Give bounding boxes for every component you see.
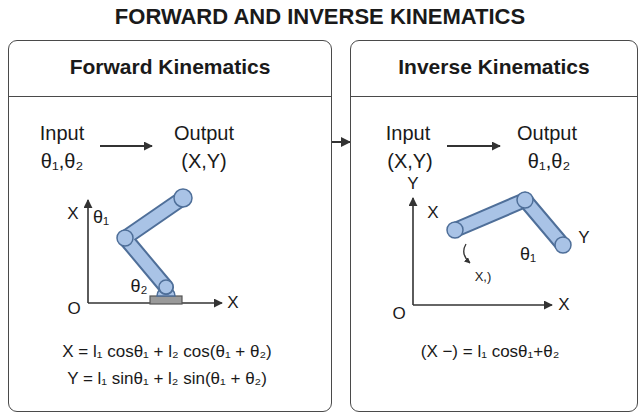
diagram-label: Y [407, 175, 418, 194]
diagram-label: Input [40, 122, 84, 144]
arm-joint [555, 237, 571, 253]
diagram-label: X [67, 205, 78, 224]
diagram-label: (X,Y) [181, 150, 227, 172]
diagram-label: O [67, 300, 80, 319]
arm-joint [517, 192, 533, 208]
arm-base [150, 296, 182, 304]
formula-text: (X −) = l₁ cosθ₁+θ₂ [421, 343, 560, 362]
diagram-label: O [392, 305, 405, 324]
panel-heading: Inverse Kinematics [351, 41, 637, 97]
arm-joint [174, 189, 192, 207]
diagram-label: X [558, 296, 569, 315]
diagram-label: Y [578, 229, 589, 248]
diagram-label: Output [517, 122, 577, 144]
rotation-arrow [464, 244, 470, 263]
diagram-label: Output [174, 122, 234, 144]
arm-link-outline [455, 200, 563, 245]
arm-joint [159, 280, 173, 294]
robot-arm [117, 189, 192, 304]
flow-arrow [100, 145, 152, 147]
panel-heading: Forward Kinematics [9, 41, 331, 97]
diagram-label: X,) [475, 270, 492, 284]
diagram-label: θ₁,θ₂ [528, 150, 570, 172]
arm-link [125, 198, 183, 287]
arm-link [455, 200, 563, 245]
diagram-label: θ₂ [131, 277, 148, 297]
diagram-label: θ₁ [93, 208, 109, 228]
arm-joint [117, 230, 133, 246]
y-axis [87, 200, 89, 303]
diagram-label: X [227, 294, 238, 313]
flow-arrow [447, 145, 500, 147]
arm-link-outline [125, 198, 183, 287]
x-axis [413, 304, 552, 306]
flow-connector [332, 141, 350, 143]
diagram-label: θ₁,θ₂ [41, 150, 83, 172]
diagram-label: θ₁ [520, 245, 536, 265]
y-axis [412, 198, 414, 305]
diagram-label: Input [386, 122, 430, 144]
formula-text: X = l₁ cosθ₁ + l₂ cos(θ₁ + θ₂) [62, 343, 271, 362]
arm-joint [447, 222, 463, 238]
diagram-title: FORWARD AND INVERSE KINEMATICS [0, 4, 640, 30]
diagram-label: X [427, 204, 438, 223]
diagram-label: (X,Y) [387, 150, 433, 172]
formula-text: Y = l₁ sinθ₁ + l₂ sin(θ₁ + θ₂) [67, 370, 267, 389]
